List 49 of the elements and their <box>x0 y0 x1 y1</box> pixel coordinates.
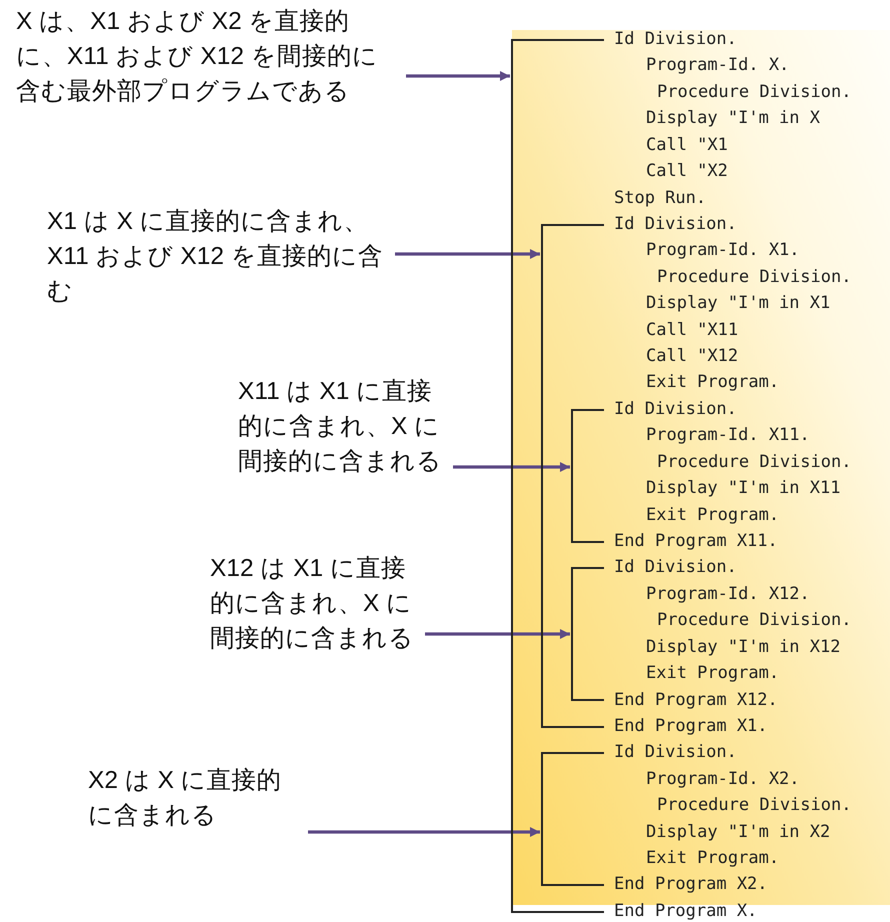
code-line: Exit Program. <box>646 663 780 684</box>
code-line: Display "I'm in X11 <box>646 478 840 498</box>
arrow <box>453 462 570 472</box>
code-line: End Program X. <box>614 900 758 921</box>
arrow <box>406 70 510 82</box>
annotation-text: X11 は X1 に直接的に含まれ、X に間接的に含まれる <box>238 374 453 479</box>
code-line: Id Division. <box>614 398 737 419</box>
code-line: Id Division. <box>614 742 737 762</box>
annotation-text: X1 は X に直接的に含まれ、X11 および X12 を直接的に含む <box>47 204 395 309</box>
code-line: Display "I'm in X12 <box>646 636 840 657</box>
annotation-text: X2 は X に直接的に含まれる <box>88 763 308 833</box>
arrow <box>395 248 540 260</box>
code-line: Display "I'm in X <box>646 108 820 128</box>
code-line: Procedure Division. <box>657 266 852 287</box>
annotation-text: X は、X1 および X2 を直接的に、X11 および X12 を間接的に含む最外部プログラムである <box>16 4 406 109</box>
code-line: Program-Id. X. <box>646 55 790 76</box>
code-line: Id Division. <box>614 29 737 49</box>
code-line: Display "I'm in X1 <box>646 293 830 314</box>
code-line: Procedure Division. <box>657 610 852 630</box>
code-line: Exit Program. <box>646 504 780 525</box>
code-line: End Program X1. <box>614 716 768 736</box>
code-line: Exit Program. <box>646 372 780 392</box>
code-line: End Program X11. <box>614 530 778 551</box>
arrow <box>308 826 540 838</box>
code-line: Program-Id. X2. <box>646 768 800 789</box>
code-line: Call "X11 <box>646 320 738 340</box>
code-line: Exit Program. <box>646 848 780 868</box>
code-line: Id Division. <box>614 214 737 234</box>
code-line: Program-Id. X12. <box>646 584 810 604</box>
code-line: Display "I'm in X2 <box>646 822 830 842</box>
scope-bracket <box>541 752 604 886</box>
code-line: Call "X1 <box>646 134 728 155</box>
code-line: Procedure Division. <box>657 82 852 102</box>
code-line: Program-Id. X1. <box>646 240 800 260</box>
scope-bracket <box>571 567 604 702</box>
scope-bracket <box>511 39 604 913</box>
code-line: Stop Run. <box>614 188 706 208</box>
arrow <box>425 628 570 640</box>
code-line: Procedure Division. <box>657 795 852 816</box>
scope-bracket <box>571 408 604 543</box>
code-line: Program-Id. X11. <box>646 425 810 446</box>
code-line: Call "X12 <box>646 346 738 366</box>
code-line: Call "X2 <box>646 161 728 182</box>
code-line: Id Division. <box>614 557 737 578</box>
scope-bracket <box>541 224 604 728</box>
code-line: Procedure Division. <box>657 452 852 472</box>
code-line: End Program X12. <box>614 690 778 710</box>
annotation-text: X12 は X1 に直接的に含まれ、X に間接的に含まれる <box>210 551 425 656</box>
code-line: End Program X2. <box>614 874 768 894</box>
